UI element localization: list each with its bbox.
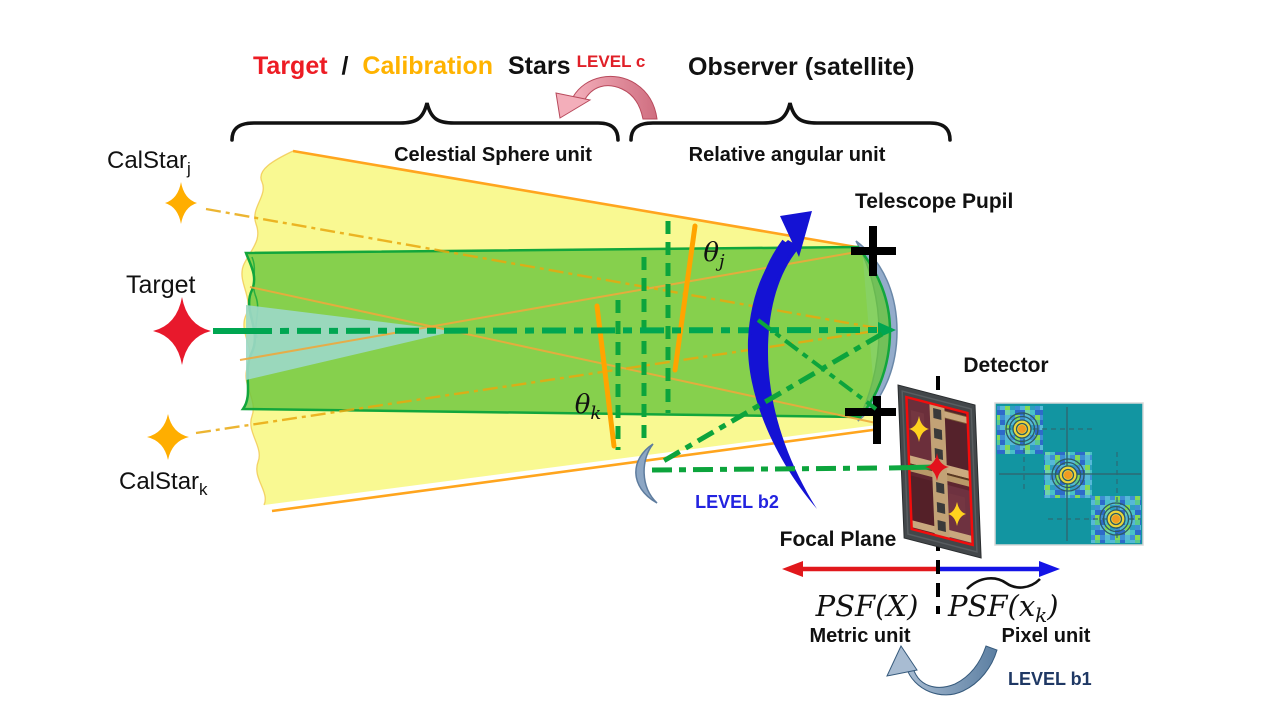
pupil-rotation-arrow-icon — [747, 211, 817, 509]
refocus-diagonal-ray — [756, 318, 878, 411]
psf-heatmap — [994, 402, 1144, 546]
target-axis — [247, 327, 885, 334]
target-label: Target — [126, 271, 196, 299]
calstar-k-beam-edge — [239, 249, 869, 361]
psf-metric-label: PSF(X) — [815, 589, 919, 623]
pixel-unit-label: Pixel unit — [1002, 625, 1091, 647]
title-stars-word: Stars — [508, 52, 571, 80]
pupil-fiducial-bottom — [845, 396, 896, 444]
title-stars: Target / Calibration Stars — [253, 52, 571, 80]
focal-plane-label: Focal Plane — [780, 528, 897, 551]
calstar-k-label: CalStark — [119, 468, 208, 499]
level-c-arrow-icon — [555, 75, 658, 120]
pixel-axis-arrow-icon — [940, 561, 1060, 577]
theta-j-tick — [672, 223, 698, 373]
psf-pixel-tilde — [966, 577, 1041, 590]
detector-label: Detector — [963, 354, 1048, 377]
relative-unit-label: Relative angular unit — [689, 144, 886, 166]
detector-calstar-k-spot-icon — [948, 502, 966, 526]
target-beam-green — [240, 245, 892, 419]
brace-observer — [629, 102, 952, 142]
detector-calstar-j-spot-icon — [909, 416, 929, 442]
telescope-pupil-label: Telescope Pupil — [855, 190, 1013, 213]
level-b2-label: LEVEL b2 — [695, 492, 779, 512]
relay-lens — [635, 443, 658, 504]
level-b1-label: LEVEL b1 — [1008, 669, 1092, 689]
pupil-fiducial-top — [851, 226, 896, 276]
celestial-unit-label: Celestial Sphere unit — [394, 144, 592, 166]
psf-pixel-label: PSF(xk) — [947, 589, 1059, 627]
target-star-icon — [153, 297, 211, 365]
b2-diagonal-axis — [658, 331, 884, 466]
calstar-j-label: CalStarj — [107, 147, 191, 178]
target-axis-arrowhead — [878, 322, 896, 338]
calibration-overlap-wedge — [246, 305, 455, 380]
theta-k-label: θk — [575, 390, 602, 424]
level-b1-arrow-icon — [886, 644, 998, 696]
calstar-k-star-icon — [147, 414, 189, 460]
metric-unit-label: Metric unit — [809, 625, 910, 647]
psf-spot-target — [1051, 458, 1085, 492]
metric-axis-arrow-icon — [782, 561, 936, 577]
title-calibration: Calibration — [362, 52, 493, 80]
title-target: Target — [253, 52, 328, 80]
observer-label: Observer (satellite) — [688, 53, 915, 81]
theta-j-label: θj — [703, 238, 725, 272]
psf-spot-j — [1005, 412, 1039, 446]
brace-stars — [230, 102, 620, 142]
title-slash: / — [342, 52, 349, 80]
psf-spot-k — [1099, 502, 1133, 536]
b2-horizontal-axis — [651, 465, 885, 473]
detector-target-spot-icon — [925, 453, 949, 481]
level-c-label: LEVEL c — [577, 52, 646, 71]
yellow-beam-top-edge — [292, 149, 863, 250]
calstar-j-star-icon — [165, 182, 197, 224]
